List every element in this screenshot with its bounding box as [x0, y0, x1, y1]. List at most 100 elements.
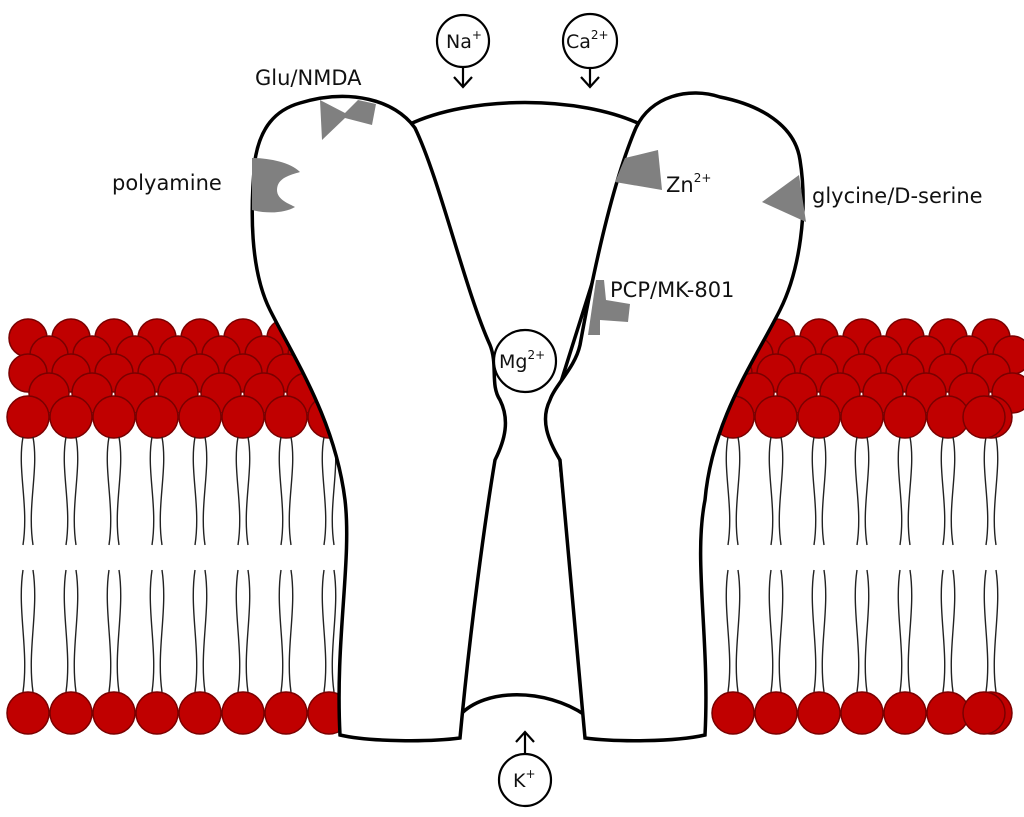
lipid-tail — [192, 436, 198, 546]
lipid-head — [962, 395, 1006, 439]
lipid-tail — [106, 569, 112, 693]
lipid-tail — [288, 436, 294, 546]
ca-arrow — [580, 68, 600, 89]
lipid-tail — [63, 569, 69, 693]
k-ion: K+ — [497, 752, 553, 808]
lipid-tail — [897, 569, 903, 693]
zn-site — [615, 150, 662, 190]
lipid-tail — [735, 436, 741, 546]
lipid-tail — [950, 569, 956, 693]
lipid-head — [92, 395, 136, 439]
lipid-head — [883, 691, 927, 735]
lipid-tail — [245, 436, 251, 546]
glycine-site — [762, 175, 806, 222]
pcp-site — [588, 280, 630, 335]
lipid-tail — [778, 569, 784, 693]
lipid-tail — [983, 436, 989, 546]
lipid-tail — [778, 436, 784, 546]
glu-nmda-label: Glu/NMDA — [255, 66, 362, 90]
na-ion-label: Na — [446, 31, 472, 53]
lipid-head — [221, 691, 265, 735]
lipid-head — [264, 691, 308, 735]
na-ion: Na+ — [435, 13, 491, 69]
lipid-head — [178, 395, 222, 439]
lipid-head — [754, 395, 798, 439]
k-ion-label: K — [513, 770, 526, 792]
lipid-tail — [192, 569, 198, 693]
na-ion-charge: + — [472, 28, 482, 42]
lipid-tail — [30, 436, 36, 546]
glycine-label: glycine/D-serine — [812, 184, 983, 208]
lipid-tail — [20, 569, 26, 693]
lipid-tail — [321, 569, 327, 693]
lipid-head — [754, 691, 798, 735]
lipid-head — [178, 691, 222, 735]
lipid-tail — [149, 436, 155, 546]
lipid-tail — [950, 436, 956, 546]
lipid-tail — [245, 569, 251, 693]
lipid-tail — [864, 436, 870, 546]
lipid-tail — [159, 569, 165, 693]
lipid-tail — [768, 569, 774, 693]
na-arrow — [453, 67, 473, 89]
polyamine-label: polyamine — [112, 171, 222, 195]
zn-label-charge: 2+ — [694, 171, 712, 185]
lipid-tail — [821, 436, 827, 546]
lipid-tail — [993, 569, 999, 693]
lipid-head — [883, 395, 927, 439]
lipid-tail — [235, 569, 241, 693]
lipid-tail — [993, 436, 999, 546]
lipid-tail — [73, 569, 79, 693]
lipid-tail — [897, 436, 903, 546]
lipid-head — [49, 691, 93, 735]
lipid-tail — [907, 569, 913, 693]
right-subunit — [543, 91, 805, 743]
lipid-head — [135, 691, 179, 735]
lipid-tail — [907, 436, 913, 546]
lipid-tail — [202, 436, 208, 546]
lipid-head — [264, 395, 308, 439]
lipid-head — [92, 691, 136, 735]
lipid-tail — [940, 569, 946, 693]
lipid-tail — [735, 569, 741, 693]
mg-ion-charge: 2+ — [527, 348, 545, 362]
lipid-head — [840, 691, 884, 735]
lipid-head — [840, 395, 884, 439]
lipid-head — [6, 691, 50, 735]
ca-ion-charge: 2+ — [591, 28, 609, 42]
lipid-head — [135, 395, 179, 439]
lipid-tail — [235, 436, 241, 546]
svg-text:Mg2+: Mg2+ — [499, 348, 545, 373]
lipid-tail — [864, 569, 870, 693]
left-subunit — [250, 94, 508, 743]
lipid-tail — [116, 569, 122, 693]
lipid-tail — [768, 436, 774, 546]
membrane-right — [711, 318, 1024, 735]
lipid-head — [49, 395, 93, 439]
lipid-tail — [149, 569, 155, 693]
polyamine-site — [252, 158, 300, 213]
lipid-tail — [854, 569, 860, 693]
mg-ion: Mg2+ — [492, 328, 558, 394]
ca-ion-label: Ca — [566, 31, 591, 53]
lipid-head — [711, 691, 755, 735]
lipid-tail — [725, 569, 731, 693]
lipid-tail — [278, 436, 284, 546]
svg-text:Ca2+: Ca2+ — [566, 28, 609, 53]
glu-nmda-site — [320, 100, 376, 140]
lipid-tail — [725, 436, 731, 546]
lipid-tail — [116, 436, 122, 546]
svg-text:K+: K+ — [513, 767, 536, 792]
zn-label: Zn — [666, 173, 694, 197]
pcp-label: PCP/MK-801 — [610, 278, 734, 302]
lipid-tail — [854, 436, 860, 546]
lipid-tail — [20, 436, 26, 546]
lipid-tail — [321, 436, 327, 546]
lipid-tail — [278, 569, 284, 693]
lipid-tail — [288, 569, 294, 693]
lipid-tail — [940, 436, 946, 546]
lipid-tail — [811, 436, 817, 546]
lipid-head — [797, 691, 841, 735]
